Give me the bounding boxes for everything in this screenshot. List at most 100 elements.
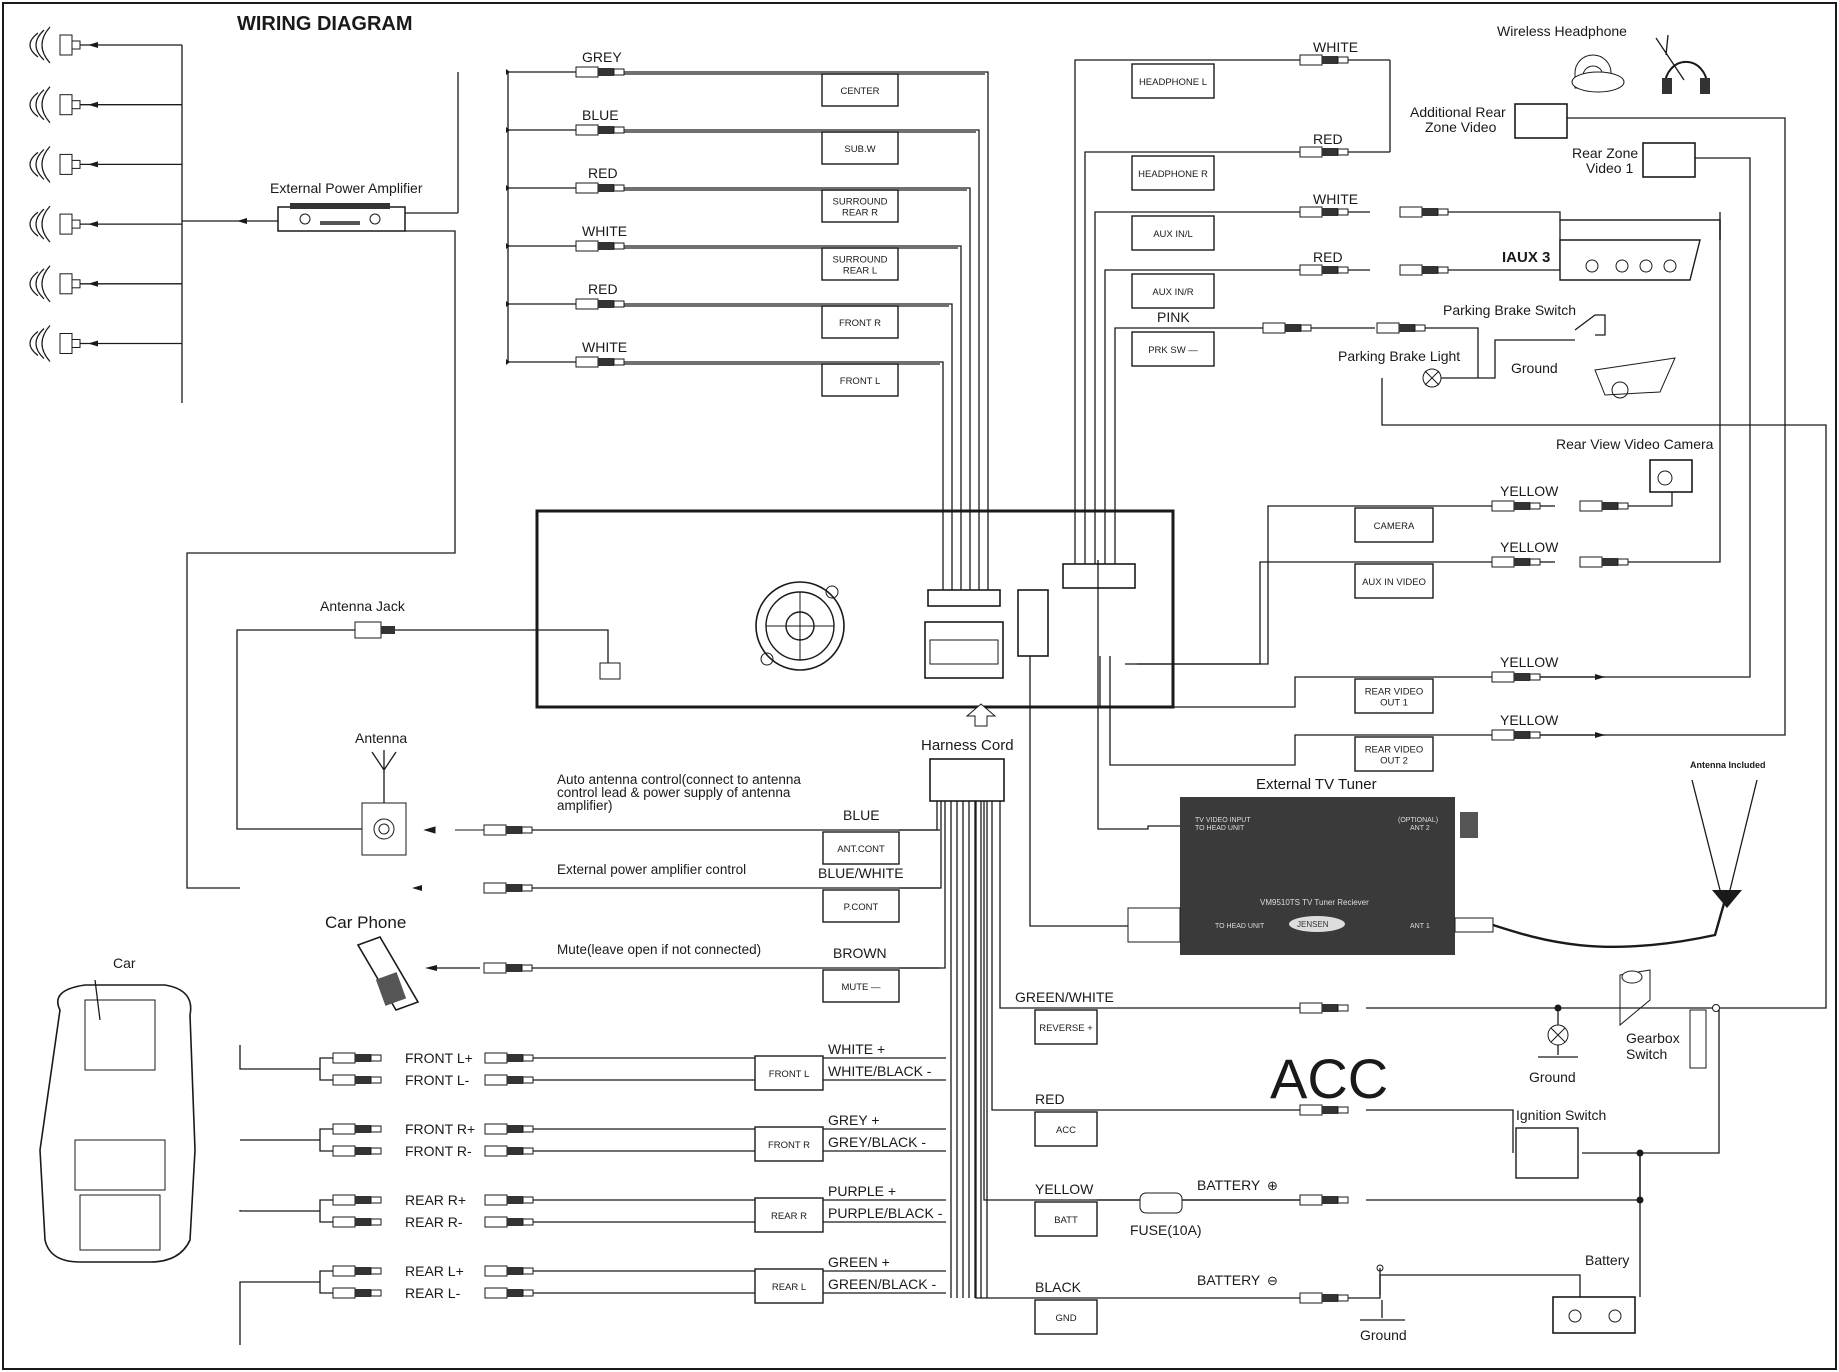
wire-color-label: WHITE xyxy=(1313,191,1358,207)
camera-icon xyxy=(1649,459,1693,493)
rca-plug-icon xyxy=(575,356,625,368)
speaker-box xyxy=(754,1055,824,1091)
rca-label: FRONT R xyxy=(839,318,881,329)
power-box-label: BATT xyxy=(1054,1215,1078,1226)
rear-zone-video1-line1: Rear Zone xyxy=(1572,145,1638,161)
rca-box xyxy=(821,247,899,281)
wire-color-label: GREY/BLACK - xyxy=(828,1134,926,1150)
speaker-row: FRONT R+FRONT R-GREY +GREY/BLACK -FRONT … xyxy=(240,1112,946,1162)
wire-color-label: YELLOW xyxy=(1035,1181,1094,1197)
headphone-icon xyxy=(1571,34,1710,94)
rca-plug-icon xyxy=(575,298,625,310)
wire-color-label: PINK xyxy=(1157,309,1190,325)
wire-color-label: BLUE/WHITE xyxy=(818,865,904,881)
wire-color-label: WHITE xyxy=(582,223,627,239)
acc-large-label: ACC xyxy=(1270,1047,1388,1110)
speaker-row: REAR R+REAR R-PURPLE +PURPLE/BLACK -REAR… xyxy=(239,1183,946,1233)
iso-connector xyxy=(924,621,1004,679)
rear-camera-label: Rear View Video Camera xyxy=(1556,436,1714,452)
rca-plug-icon xyxy=(484,1194,534,1206)
wire-color-label: YELLOW xyxy=(1500,539,1559,555)
wire-color-label: WHITE xyxy=(582,339,627,355)
antenna-included-label: Antenna Included xyxy=(1690,760,1766,770)
speaker-icon xyxy=(29,26,182,64)
aux-header xyxy=(1062,563,1136,589)
video-label: CAMERA xyxy=(1374,521,1415,532)
batt-plus-line xyxy=(1366,1153,1641,1201)
video-box xyxy=(1354,563,1434,599)
ground-label: Ground xyxy=(1511,360,1558,376)
rca-plug-icon xyxy=(332,1216,382,1228)
tuner-plug xyxy=(1127,907,1181,943)
battery-pos-label: BATTERY xyxy=(1197,1177,1261,1193)
rca-label: CENTER xyxy=(840,86,879,97)
video-label: REAR VIDEO xyxy=(1365,687,1424,698)
ignition-line xyxy=(1582,1008,1720,1154)
up-arrow-icon xyxy=(965,703,997,727)
control-desc: Auto antenna control(connect to antenna xyxy=(557,772,801,787)
rca-plug-icon xyxy=(1262,322,1312,334)
harness-bundle xyxy=(950,801,988,1298)
fuse-icon xyxy=(1139,1192,1183,1214)
car-icon xyxy=(39,979,196,1263)
speaker-plus-label: REAR L+ xyxy=(405,1263,464,1279)
control-desc: External power amplifier control xyxy=(557,862,746,877)
batt-wires xyxy=(1366,1109,1641,1297)
power-box xyxy=(1034,1111,1098,1147)
rca-plug-icon xyxy=(1299,146,1349,158)
wire-color-label: RED xyxy=(588,165,618,181)
speaker-box-label: REAR L xyxy=(772,1282,806,1293)
aux-label: AUX IN/L xyxy=(1153,229,1193,240)
wire-color-label: GREEN + xyxy=(828,1254,890,1270)
speaker-box-label: FRONT L xyxy=(769,1069,809,1080)
tuner-ant2 xyxy=(1460,812,1478,838)
rca-plug-icon xyxy=(1299,1194,1349,1206)
tuner-text-1: TO HEAD UNIT xyxy=(1195,825,1245,832)
video-box xyxy=(1354,678,1434,714)
wire-color-label: RED xyxy=(1035,1091,1065,1107)
aux-plug-icon xyxy=(1399,206,1449,218)
speaker-box xyxy=(754,1268,824,1304)
ground-label-gear: Ground xyxy=(1529,1069,1576,1085)
aux-label: PRK SW — xyxy=(1148,345,1198,356)
power-box xyxy=(1034,1201,1098,1237)
power-row: YELLOW BATT xyxy=(983,801,1349,1237)
rca-plug-icon xyxy=(575,124,625,136)
wire-color-label: BROWN xyxy=(833,945,887,961)
wire-color-label: YELLOW xyxy=(1500,654,1559,670)
reverse-line xyxy=(1366,378,1827,1009)
speakers-group: FRONT L+FRONT L-WHITE +WHITE/BLACK -FRON… xyxy=(239,1041,946,1345)
rca-plug-icon xyxy=(332,1052,382,1064)
power-box xyxy=(1034,1009,1098,1045)
external-amplifier: External Power Amplifier xyxy=(270,180,423,232)
wire-color-label: WHITE/BLACK - xyxy=(828,1063,932,1079)
power-box-label: ACC xyxy=(1056,1125,1076,1136)
wire-color-label: BLUE xyxy=(582,107,619,123)
rca-plug-icon xyxy=(575,66,625,78)
harness-connector xyxy=(929,758,1005,802)
video-label: OUT 1 xyxy=(1380,698,1408,709)
switch-plug-icon xyxy=(1376,322,1426,334)
wire-color-label: YELLOW xyxy=(1500,712,1559,728)
rca-label: SURROUND xyxy=(833,255,888,266)
camera-plug-icon xyxy=(1579,556,1629,568)
rca-plug-icon xyxy=(1299,54,1349,66)
control-box-label: P.CONT xyxy=(844,902,879,913)
aux-box xyxy=(1131,63,1215,99)
rca-plug-icon xyxy=(1491,729,1541,741)
aux-label: AUX IN/R xyxy=(1152,287,1193,298)
tuner-model: VM9510TS TV Tuner Reciever xyxy=(1260,898,1369,907)
tuner-brand: JENSEN xyxy=(1297,920,1329,929)
wire-color-label: GREY + xyxy=(828,1112,880,1128)
rca-plug-icon xyxy=(332,1123,382,1135)
